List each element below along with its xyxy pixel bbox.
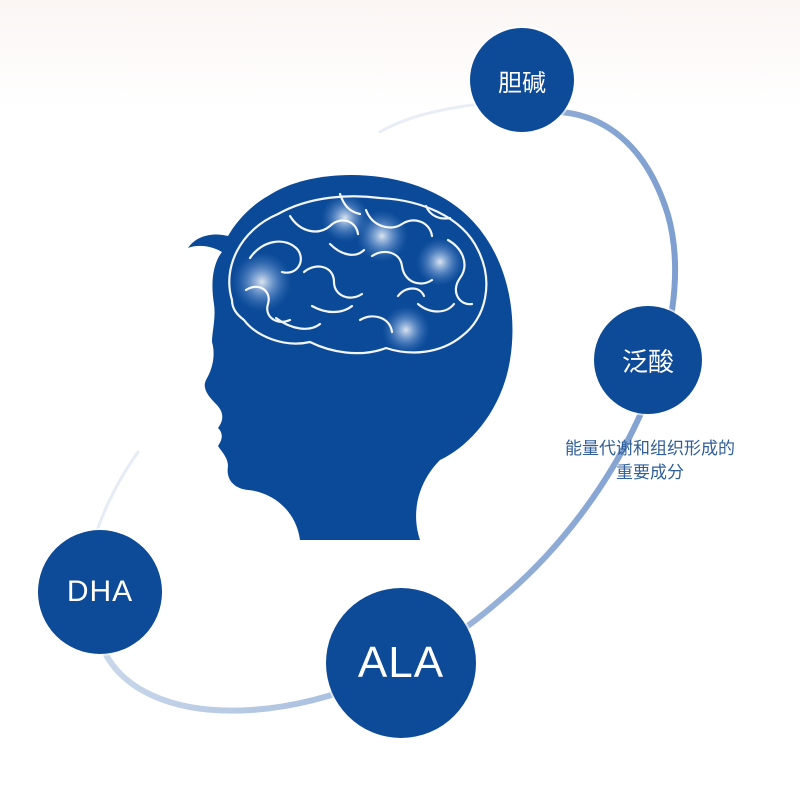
pantothenic-acid-node: 泛酸 (594, 306, 702, 414)
dha-label: DHA (66, 575, 134, 608)
caption-line-2: 重要成分 (616, 463, 684, 482)
ala-node: ALA (326, 588, 476, 738)
brain-icon (228, 192, 488, 355)
choline-label: 胆碱 (498, 69, 546, 97)
pantothenic-acid-caption: 能量代谢和组织形成的 重要成分 (530, 437, 770, 485)
caption-line-1: 能量代谢和组织形成的 (565, 439, 735, 458)
pantothenic-acid-label: 泛酸 (621, 346, 674, 377)
choline-node: 胆碱 (470, 28, 574, 132)
dha-node: DHA (38, 530, 162, 654)
ala-label: ALA (357, 638, 445, 687)
